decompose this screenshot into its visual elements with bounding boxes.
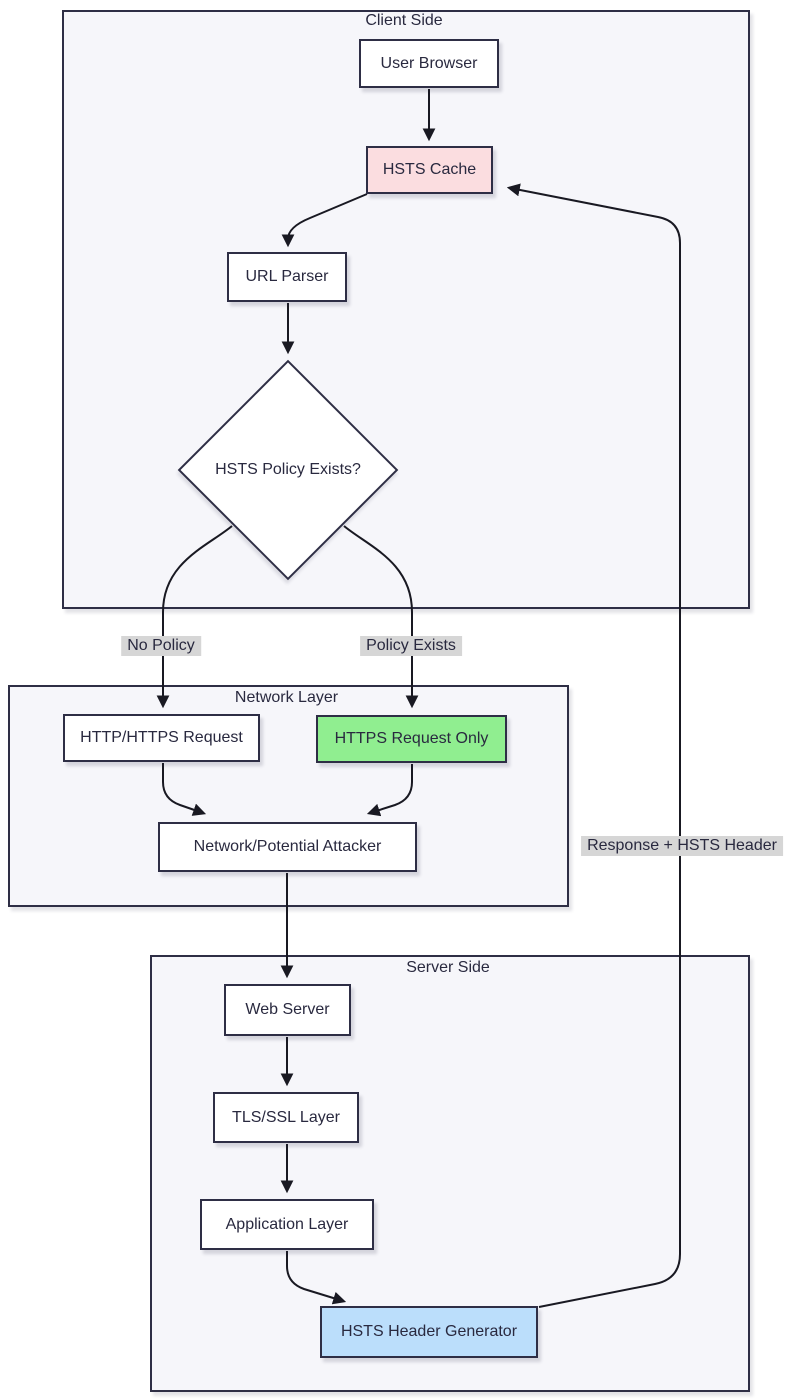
node-http-request: HTTP/HTTPS Request <box>63 714 260 762</box>
node-hsts-header-generator: HSTS Header Generator <box>320 1306 538 1358</box>
edge-label-response-hsts-header: Response + HSTS Header <box>581 836 783 856</box>
subgraph-client-side <box>62 10 750 609</box>
node-web-server: Web Server <box>224 984 351 1036</box>
subgraph-title-server-side: Server Side <box>406 959 490 976</box>
edge-label-no-policy: No Policy <box>121 636 201 656</box>
node-url-parser: URL Parser <box>227 252 347 302</box>
node-application-layer: Application Layer <box>200 1199 374 1250</box>
edge-label-policy-exists: Policy Exists <box>360 636 462 656</box>
node-hsts-cache: HSTS Cache <box>366 146 493 194</box>
node-tls-ssl-layer: TLS/SSL Layer <box>213 1092 359 1143</box>
node-network-attacker: Network/Potential Attacker <box>158 822 417 872</box>
subgraph-title-client-side: Client Side <box>365 12 443 29</box>
node-user-browser: User Browser <box>359 39 499 88</box>
node-https-request-only: HTTPS Request Only <box>316 715 507 763</box>
node-policy-decision-label: HSTS Policy Exists? <box>215 461 361 478</box>
subgraph-title-network-layer: Network Layer <box>234 689 339 706</box>
